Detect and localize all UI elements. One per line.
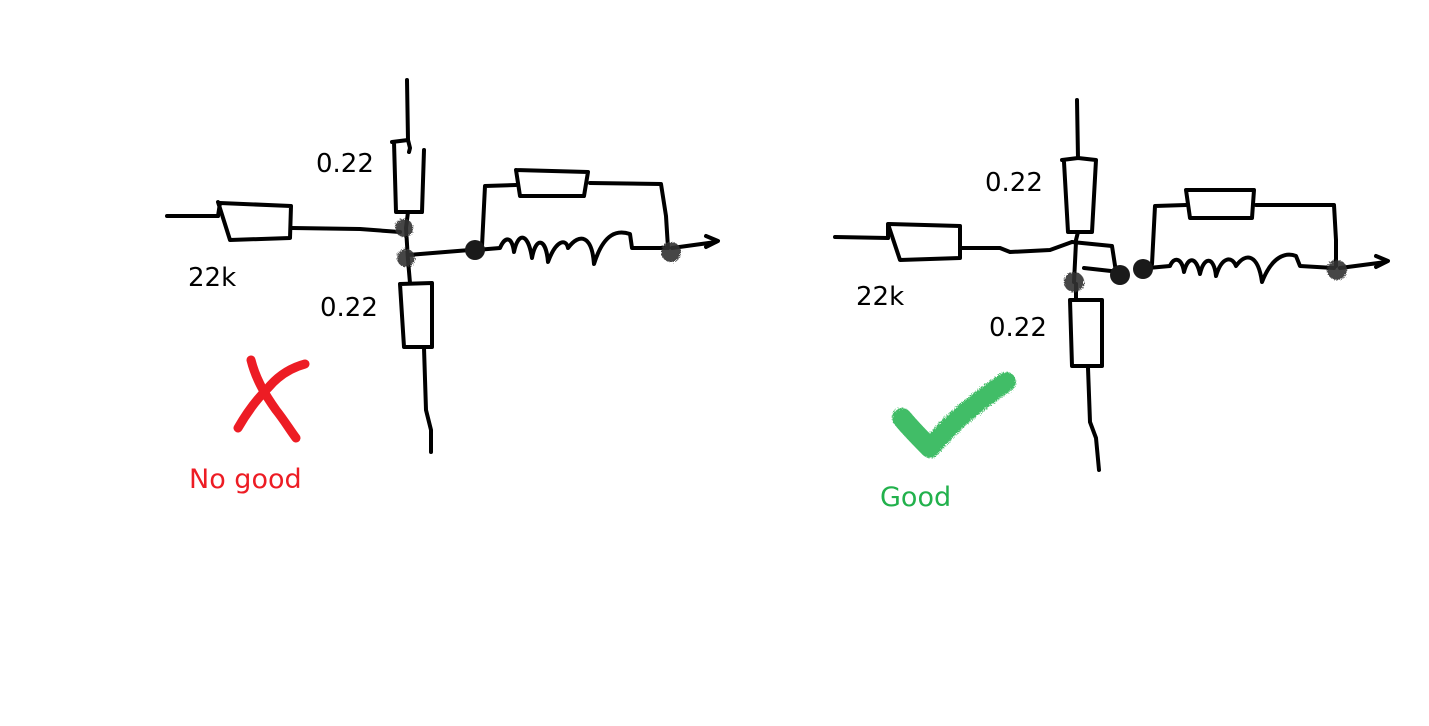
left-bottom-resistor [398, 281, 434, 349]
left-top-resistor [390, 138, 426, 214]
right-verdict-label: Good [880, 482, 951, 513]
right-inductor-end-node [1327, 260, 1347, 280]
left-input-resistor-lead [290, 226, 402, 234]
right-input-resistor [886, 222, 962, 262]
left-upper-node [395, 219, 413, 237]
right-top-resistor-lead [1074, 230, 1080, 242]
left-parallel-resistor [514, 168, 590, 198]
right-middle-node [1110, 265, 1130, 285]
right-input-wire [833, 235, 890, 240]
right-bottom-wire [1086, 366, 1101, 472]
left-inductor-start-node [465, 240, 485, 260]
right-parallel-resistor [1184, 188, 1256, 220]
check-icon [892, 372, 1016, 458]
left-output-wire [406, 248, 472, 257]
left-top-resistor-label: 0.22 [316, 149, 374, 179]
right-input-resistor-lead [960, 240, 1074, 254]
right-output-arrow-wire [1338, 254, 1390, 270]
left-input-resistor-label: 22k [188, 263, 236, 293]
left-inductor-end-node [661, 242, 681, 262]
left-bottom-wire [422, 346, 433, 454]
right-inductor [1146, 252, 1336, 284]
right-top-wire [1075, 98, 1080, 160]
right-top-resistor-label: 0.22 [985, 168, 1043, 198]
left-verdict-label: No good [189, 464, 302, 495]
right-bottom-resistor-label: 0.22 [989, 313, 1047, 343]
right-input-resistor-label: 22k [856, 282, 904, 312]
left-top-wire [405, 78, 410, 142]
right-top-resistor [1060, 156, 1098, 234]
left-inductor [474, 230, 668, 266]
left-lower-node [397, 249, 415, 267]
left-circuit: 0.22 0.22 22k No good [165, 78, 720, 495]
left-parallel-resistor-leads [480, 181, 670, 250]
cross-icon [233, 355, 310, 443]
right-junction-wires [1070, 240, 1122, 274]
right-bottom-resistor [1068, 298, 1104, 368]
right-parallel-resistor-leads [1150, 203, 1338, 268]
left-input-resistor [216, 200, 293, 242]
right-circuit: 0.22 0.22 22k Good [833, 98, 1390, 513]
right-inductor-start-node [1133, 259, 1153, 279]
left-bottom-resistor-label: 0.22 [320, 293, 378, 323]
right-left-node [1064, 272, 1084, 292]
